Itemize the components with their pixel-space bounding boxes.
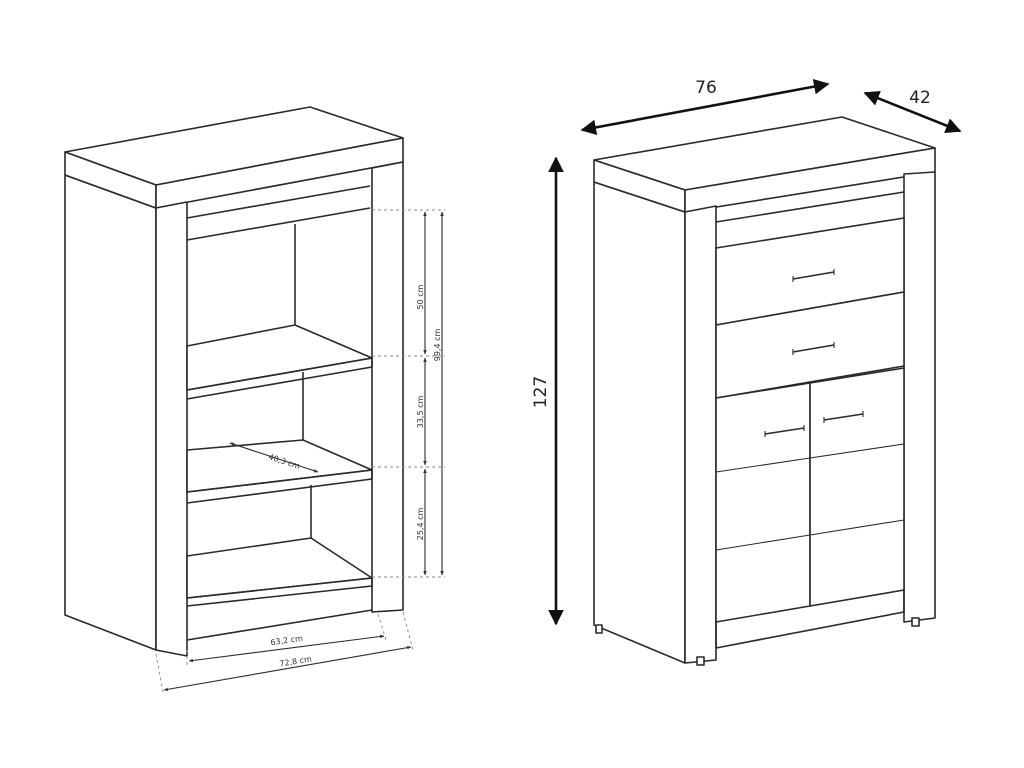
door-left[interactable] (715, 382, 811, 623)
depth-arrow (863, 90, 962, 134)
door-right-handle (823, 411, 864, 423)
label-height: 127 (531, 376, 551, 408)
width-arrow (580, 78, 830, 136)
label-inner-total: 99,4 cm (433, 329, 442, 362)
door-right[interactable] (809, 367, 905, 607)
label-depth: 42 (909, 88, 931, 108)
left-side-panel (64, 174, 157, 651)
drawer-2[interactable] (715, 291, 905, 399)
right-stile (371, 161, 404, 613)
closed-cabinet: 76 42 127 (531, 78, 962, 666)
label-outer-width: 72,8 cm (279, 655, 313, 669)
shelf-middle (186, 439, 373, 493)
drawer-2-handle (792, 342, 835, 355)
label-shelf-bottom: 25,4 cm (416, 508, 425, 541)
label-shelf-top: 50 cm (416, 284, 425, 309)
right-cab-side-panel (593, 181, 686, 664)
drawer-1-handle (792, 269, 835, 282)
label-width: 76 (695, 78, 717, 98)
left-stile (155, 201, 188, 657)
shelf-upper (186, 324, 373, 391)
label-shelf-middle: 33,5 cm (416, 396, 425, 429)
open-cabinet: 40,3 cm 50 cm 33,5 cm 25,4 cm 99,4 cm 63… (64, 106, 445, 693)
label-inner-width: 63,2 cm (270, 634, 304, 647)
door-left-handle (764, 425, 805, 437)
